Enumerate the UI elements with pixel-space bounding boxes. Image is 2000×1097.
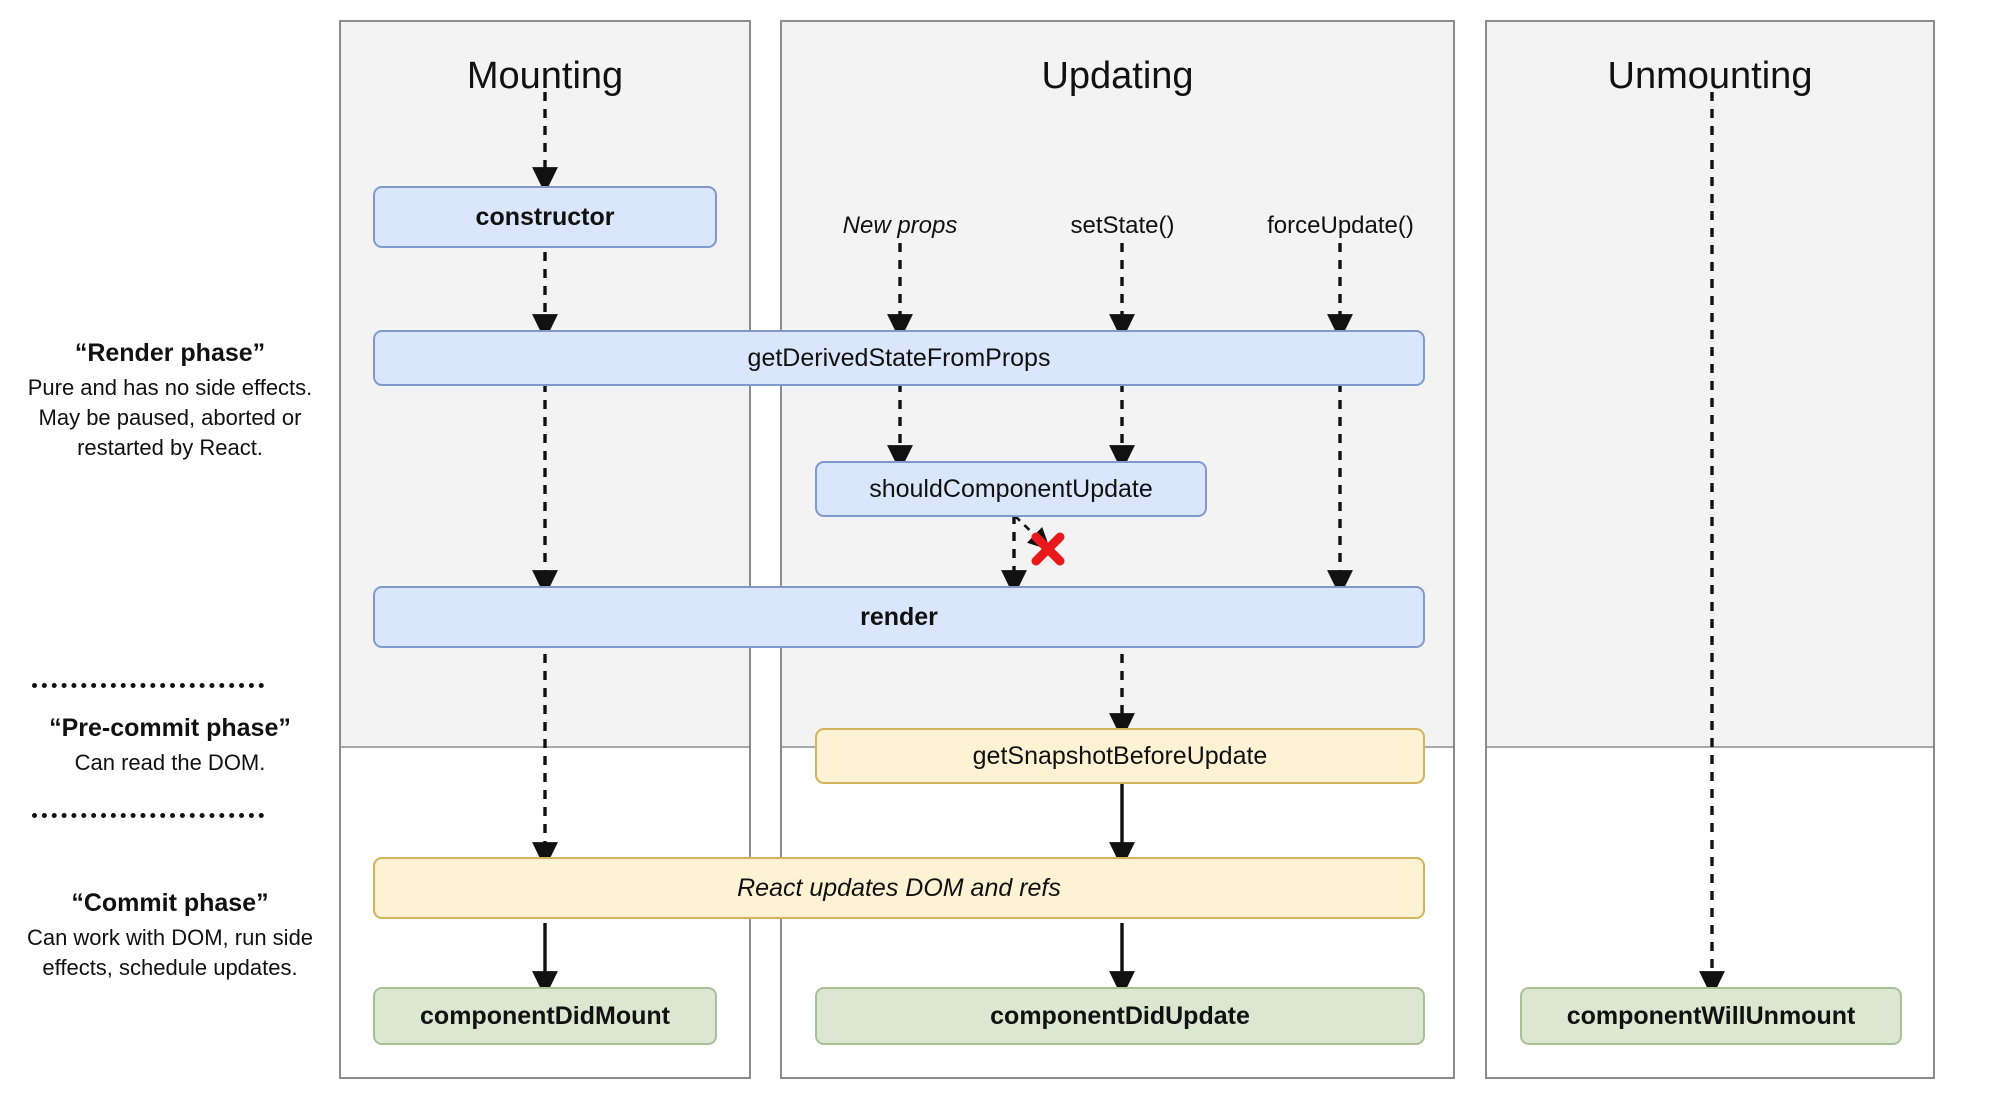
node-component-will-unmount[interactable]: componentWillUnmount [1520, 987, 1902, 1045]
phase-annotation-pre-commit: “Pre-commit phase” Can read the DOM. [20, 713, 320, 778]
node-component-did-update[interactable]: componentDidUpdate [815, 987, 1425, 1045]
node-get-derived-state-from-props[interactable]: getDerivedStateFromProps [373, 330, 1425, 386]
phase-annotation-commit: “Commit phase” Can work with DOM, run si… [20, 888, 320, 983]
phase-separator-top [32, 683, 264, 688]
phase-annotation-render: “Render phase” Pure and has no side effe… [20, 338, 320, 463]
column-mounting [339, 20, 751, 1079]
node-get-snapshot-before-update[interactable]: getSnapshotBeforeUpdate [815, 728, 1425, 784]
phase-title-pre-commit: “Pre-commit phase” [49, 714, 291, 742]
trigger-force-update: forceUpdate() [1267, 212, 1414, 239]
trigger-set-state: setState() [1070, 212, 1175, 239]
node-component-did-mount[interactable]: componentDidMount [373, 987, 717, 1045]
node-constructor[interactable]: constructor [373, 186, 717, 248]
unmounting-column-shade [1487, 22, 1933, 747]
trigger-new-props: New props [842, 212, 958, 239]
column-title-mounting: Mounting [466, 55, 624, 97]
phase-title-render: “Render phase” [74, 339, 266, 367]
node-render[interactable]: render [373, 586, 1425, 648]
unmounting-phase-divider [1487, 746, 1933, 748]
skip-render-x-icon [1031, 532, 1065, 566]
column-title-updating: Updating [1041, 55, 1194, 97]
column-title-unmounting: Unmounting [1607, 55, 1813, 97]
phase-desc-commit: Can work with DOM, run side effects, sch… [26, 925, 314, 980]
phase-title-commit: “Commit phase” [71, 889, 269, 917]
node-react-updates-dom-and-refs[interactable]: React updates DOM and refs [373, 857, 1425, 919]
phase-desc-render: Pure and has no side effects. May be pau… [27, 375, 313, 460]
node-should-component-update[interactable]: shouldComponentUpdate [815, 461, 1207, 517]
column-updating [780, 20, 1455, 1079]
phase-desc-pre-commit: Can read the DOM. [74, 750, 266, 775]
phase-separator-bottom [32, 813, 264, 818]
column-unmounting [1485, 20, 1935, 1079]
